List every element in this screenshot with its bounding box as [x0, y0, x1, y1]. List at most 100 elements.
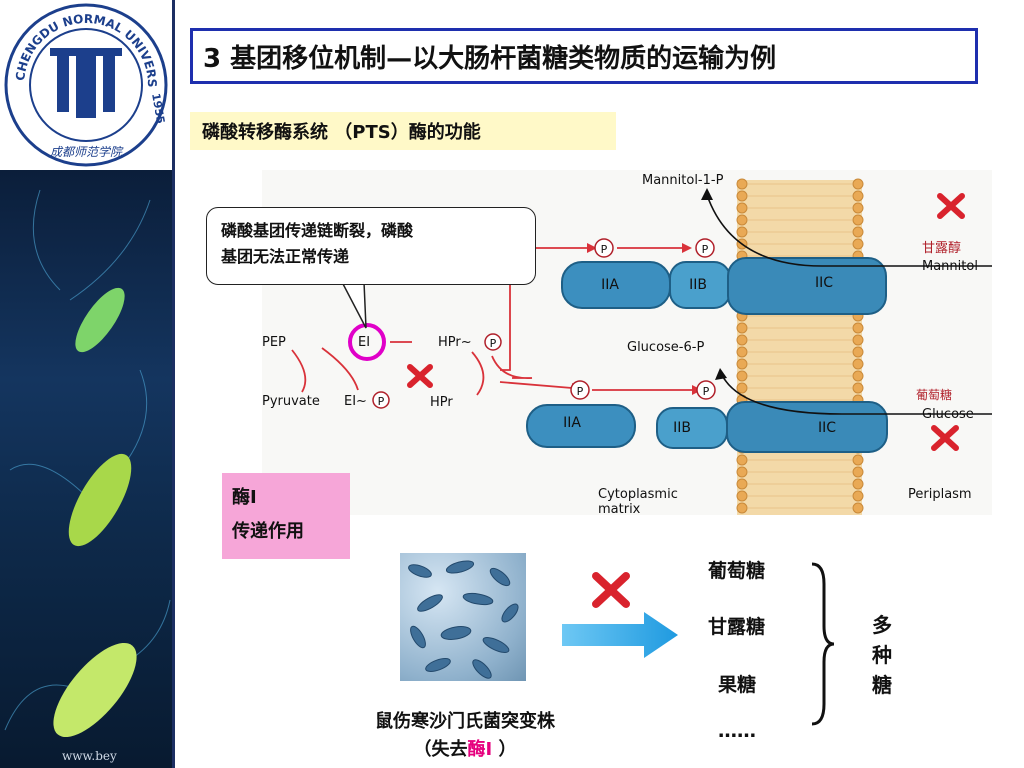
- bacterium-1: [75, 287, 125, 353]
- lipid-head: [736, 190, 748, 202]
- sugar-fructose: 果糖: [718, 674, 757, 696]
- logo-seal-text: 成都师范学院: [50, 145, 124, 159]
- sugar-mannose: 甘露糖: [708, 616, 766, 638]
- bacterium-2: [68, 453, 132, 547]
- lipid-head: [852, 214, 864, 226]
- lipid-head: [736, 178, 748, 190]
- lipid-head: [736, 346, 748, 358]
- ei-highlight-circle: [348, 323, 386, 361]
- lipid-head: [852, 226, 864, 238]
- lipid-head: [736, 226, 748, 238]
- lipid-head: [736, 502, 748, 514]
- iib-label-bottom: IIB: [673, 420, 691, 436]
- strain-note-highlight: 酶I: [467, 739, 493, 760]
- blue-arrow-icon: [562, 612, 678, 658]
- strain-name: 鼠伤寒沙门氏菌突变株: [375, 711, 555, 732]
- lipid-head: [852, 202, 864, 214]
- glucose-cn-label: 葡萄糖: [916, 387, 952, 402]
- p-badges-top: P P: [594, 238, 715, 258]
- lipid-head: [736, 214, 748, 226]
- lipid-head: [852, 190, 864, 202]
- callout-bubble: 磷酸基团传递链断裂，磷酸 基团无法正常传递: [206, 207, 536, 285]
- lipid-head: [852, 346, 864, 358]
- mannitol-cn-label: 甘露醇: [922, 240, 961, 256]
- iia-label-top: IIA: [601, 277, 619, 293]
- lipid-head: [736, 454, 748, 466]
- callout-line-1: 磷酸基团传递链断裂，磷酸: [221, 221, 414, 240]
- svg-text:P: P: [702, 243, 709, 256]
- svg-text:P: P: [601, 243, 608, 256]
- p-badge-ei: P: [378, 395, 385, 408]
- hpr-label: HPr: [430, 395, 453, 410]
- bacteria-decor-image: www.bey: [0, 170, 172, 768]
- cytoplasmic-label: Cytoplasmic: [598, 487, 678, 502]
- glucose-label: Glucose: [922, 407, 974, 422]
- ei-p-label: EI~: [344, 394, 367, 409]
- lipid-head: [852, 178, 864, 190]
- p-badges-bottom: P P: [570, 380, 716, 400]
- lipid-head: [852, 382, 864, 394]
- red-x-hpr: [407, 364, 433, 388]
- bacterium-3: [53, 642, 137, 738]
- lipid-head: [736, 478, 748, 490]
- mutant-strain-label: 鼠伤寒沙门氏菌突变株 （失去酶I ）: [330, 708, 600, 764]
- callout-line-2: 基团无法正常传递: [221, 247, 350, 266]
- sugar-ellipsis: ……: [718, 720, 756, 742]
- many-sugars-label: 多 种 糖: [872, 613, 892, 697]
- iic-protein-top: [727, 257, 887, 315]
- pyruvate-label: Pyruvate: [262, 394, 320, 409]
- iic-label-top: IIC: [815, 275, 833, 291]
- matrix-label: matrix: [598, 502, 641, 515]
- lipid-head: [852, 322, 864, 334]
- lipid-head: [852, 478, 864, 490]
- periplasm-label: Periplasm: [908, 487, 972, 502]
- red-x-glucose: [931, 425, 959, 451]
- lipid-head: [736, 370, 748, 382]
- iia-protein-bottom: [526, 404, 636, 448]
- lipid-head: [736, 466, 748, 478]
- strain-note: （失去酶I ）: [413, 739, 517, 760]
- lipid-head: [852, 490, 864, 502]
- lipid-head: [852, 238, 864, 250]
- ei-label: EI: [358, 335, 370, 350]
- lipid-head: [736, 358, 748, 370]
- lipid-head: [736, 202, 748, 214]
- university-logo: CHENGDU NORMAL UNIVERSITY 1955 成都师范学院: [2, 2, 168, 167]
- mannitol-1p-label: Mannitol-1-P: [642, 173, 724, 188]
- logo-year: 1955: [149, 92, 167, 124]
- lipid-head: [852, 334, 864, 346]
- transfer-role-label: 传递作用: [232, 521, 304, 542]
- glucose-6p-label: Glucose-6-P: [627, 340, 704, 355]
- p-badge-hpr: P: [490, 337, 497, 350]
- red-x-mannitol: [937, 193, 965, 219]
- iic-protein-bottom: [726, 401, 888, 453]
- iia-label-bottom: IIA: [563, 415, 581, 431]
- svg-text:P: P: [703, 385, 710, 398]
- iib-label-top: IIB: [689, 277, 707, 293]
- enzyme-i-label: 酶I: [232, 487, 257, 508]
- pep-label: PEP: [262, 335, 286, 350]
- slide-title: 3 基团移位机制—以大肠杆菌糖类物质的运输为例: [190, 28, 978, 84]
- iib-protein-bottom: [656, 407, 728, 449]
- lipid-head: [852, 370, 864, 382]
- lipid-head: [852, 466, 864, 478]
- lipid-head: [736, 490, 748, 502]
- right-brace-icon: [811, 562, 835, 726]
- lipid-head: [852, 502, 864, 514]
- micrograph-image: [400, 553, 526, 681]
- callout-pointer: [341, 282, 367, 329]
- mannitol-label: Mannitol: [922, 259, 978, 274]
- lipid-head: [852, 454, 864, 466]
- section-subtitle: 磷酸转移酶系统 （PTS）酶的功能: [190, 112, 616, 150]
- lipid-head: [852, 358, 864, 370]
- hpr-p-label: HPr~: [438, 335, 472, 350]
- cell-membrane: [736, 178, 864, 515]
- lipid-head: [736, 382, 748, 394]
- iic-label-bottom: IIC: [818, 420, 836, 436]
- red-x-icon: [592, 572, 630, 608]
- pts-diagram: IIA IIB IIC IIA IIB IIC PEP EI HPr~ P Py…: [262, 170, 992, 515]
- enzyme-i-box: 酶I 传递作用: [222, 473, 350, 559]
- lipid-head: [736, 334, 748, 346]
- sidebar-divider: [172, 0, 175, 768]
- svg-text:P: P: [577, 385, 584, 398]
